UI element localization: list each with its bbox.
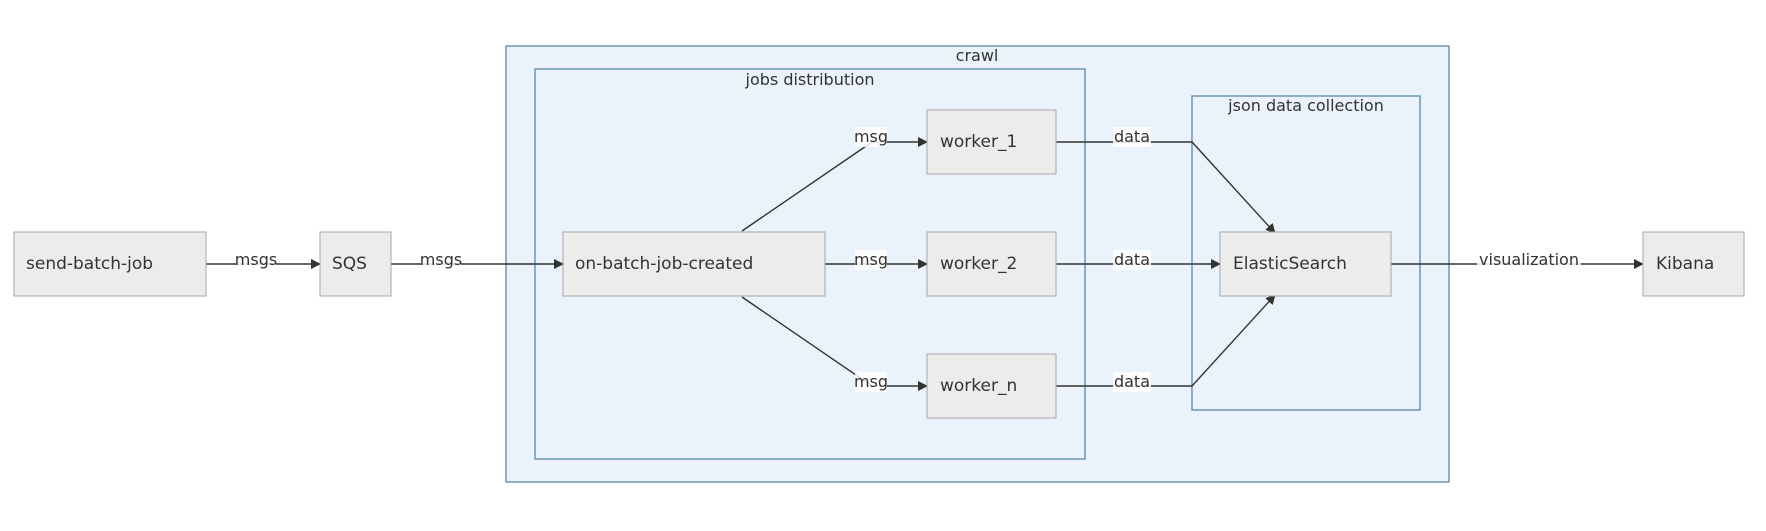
edge-label-background bbox=[421, 250, 461, 270]
edge-label-background bbox=[1113, 127, 1151, 147]
edge-worker-n-to-elasticsearch bbox=[1056, 294, 1276, 387]
node-on-batch-job-created-label: on-batch-job-created bbox=[575, 254, 753, 274]
edge-label-on-batch-job-created-to-worker-n: msg bbox=[854, 372, 888, 391]
edge-label-background bbox=[855, 372, 887, 392]
edge-label-on-batch-job-created-to-worker-1: msg bbox=[854, 127, 888, 146]
node-worker-2-box[interactable] bbox=[926, 231, 1057, 297]
node-kibana[interactable]: Kibana bbox=[1642, 231, 1745, 297]
node-worker-n[interactable]: worker_n bbox=[926, 353, 1057, 419]
node-send-batch-job-box[interactable] bbox=[13, 231, 207, 297]
edge-label-background bbox=[855, 127, 887, 147]
node-worker-n-box[interactable] bbox=[926, 353, 1057, 419]
cluster-crawl-label: crawl bbox=[956, 46, 999, 65]
edge-label-background bbox=[236, 250, 276, 270]
edge-label-worker-n-to-elasticsearch: data bbox=[1114, 372, 1150, 391]
nodes: send-batch-job SQS on-batch-job-created … bbox=[13, 109, 1745, 419]
cluster-jobs-distribution-label: jobs distribution bbox=[745, 70, 875, 89]
node-worker-1-box[interactable] bbox=[926, 109, 1057, 175]
node-sqs[interactable]: SQS bbox=[319, 231, 392, 297]
edge-label-sqs-to-on-batch-job-created: msgs bbox=[420, 250, 462, 269]
edge-label-background bbox=[1477, 250, 1581, 270]
node-worker-1-label: worker_1 bbox=[940, 132, 1017, 152]
node-on-batch-job-created-box[interactable] bbox=[562, 231, 826, 297]
node-send-batch-job[interactable]: send-batch-job bbox=[13, 231, 207, 297]
edge-worker-1-to-elasticsearch bbox=[1056, 141, 1276, 234]
node-worker-1[interactable]: worker_1 bbox=[926, 109, 1057, 175]
edge-label-elasticsearch-to-kibana: visualization bbox=[1479, 250, 1579, 269]
edge-label-background bbox=[1113, 372, 1151, 392]
node-sqs-box[interactable] bbox=[319, 231, 392, 297]
node-on-batch-job-created[interactable]: on-batch-job-created bbox=[562, 231, 826, 297]
edge-label-worker-2-to-elasticsearch: data bbox=[1114, 250, 1150, 269]
node-elasticsearch[interactable]: ElasticSearch bbox=[1219, 231, 1392, 297]
edge-label-worker-1-to-elasticsearch: data bbox=[1114, 127, 1150, 146]
node-worker-n-label: worker_n bbox=[940, 376, 1017, 396]
edge-label-send-batch-job-to-sqs: msgs bbox=[235, 250, 277, 269]
node-worker-2-label: worker_2 bbox=[940, 254, 1017, 274]
node-kibana-box[interactable] bbox=[1642, 231, 1745, 297]
edge-label-background bbox=[1113, 250, 1151, 270]
node-elasticsearch-label: ElasticSearch bbox=[1233, 254, 1347, 274]
node-worker-2[interactable]: worker_2 bbox=[926, 231, 1057, 297]
cluster-json-data-collection-label: json data collection bbox=[1227, 96, 1384, 115]
node-send-batch-job-label: send-batch-job bbox=[26, 254, 153, 274]
node-sqs-label: SQS bbox=[332, 254, 367, 274]
node-elasticsearch-box[interactable] bbox=[1219, 231, 1392, 297]
edge-label-on-batch-job-created-to-worker-2: msg bbox=[854, 250, 888, 269]
edge-labels: msgs msgs msg msg msg data data data vis… bbox=[235, 127, 1581, 392]
edge-label-background bbox=[855, 250, 887, 270]
node-kibana-label: Kibana bbox=[1656, 254, 1714, 274]
